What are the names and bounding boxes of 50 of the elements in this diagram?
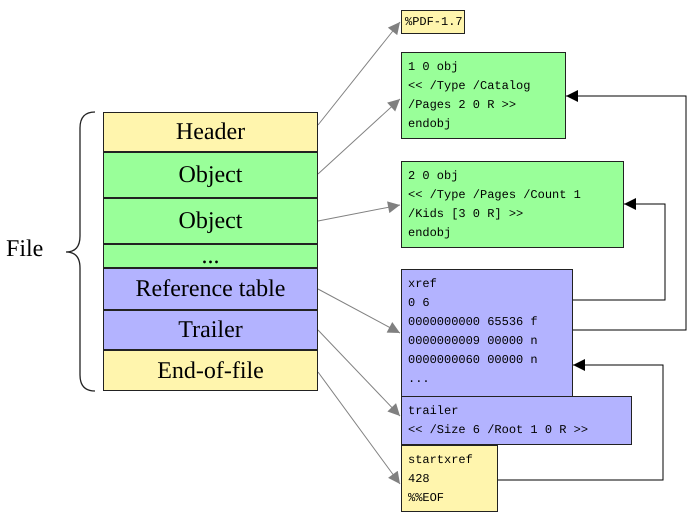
code-line: trailer xyxy=(408,403,460,420)
code-line: 428 xyxy=(408,471,431,488)
section-label: Reference table xyxy=(136,277,286,301)
file-section-box xyxy=(103,112,318,152)
file-section-box xyxy=(103,198,318,244)
code-line: 0000000009 00000 n xyxy=(408,333,539,350)
code-line: ... xyxy=(408,371,431,388)
code-line: << /Size 6 /Root 1 0 R >> xyxy=(408,422,590,439)
arrow xyxy=(572,198,666,300)
code-line: 1 0 obj xyxy=(408,59,460,76)
arrow xyxy=(318,288,400,334)
code-line: startxref xyxy=(408,452,474,469)
code-line: xref xyxy=(408,276,438,293)
code-line: %PDF-1.7 xyxy=(405,14,461,31)
arrow xyxy=(566,90,686,330)
arrow xyxy=(318,201,400,222)
code-line: 0000000000 65536 f xyxy=(408,314,539,331)
arrow xyxy=(498,359,664,480)
file-section-box xyxy=(103,310,318,350)
section-label: End-of-file xyxy=(157,358,264,382)
code-line: 2 0 obj xyxy=(408,168,460,185)
code-line: endobj xyxy=(408,116,452,133)
code-line: endobj xyxy=(408,225,452,242)
code-line: %%EOF xyxy=(408,490,446,507)
code-line: /Pages 2 0 R >> xyxy=(408,97,518,114)
code-box xyxy=(401,269,573,397)
code-box xyxy=(401,52,566,139)
file-section-box xyxy=(103,244,318,268)
arrow xyxy=(318,22,400,126)
section-label: ... xyxy=(202,244,220,268)
code-line: << /Type /Catalog xyxy=(408,78,532,95)
code-box xyxy=(401,445,498,512)
code-box xyxy=(401,10,465,34)
arrow xyxy=(318,372,400,484)
file-section-box xyxy=(103,268,318,310)
section-label: Object xyxy=(178,209,242,233)
code-line: << /Type /Pages /Count 1 xyxy=(408,187,582,204)
section-label: Trailer xyxy=(178,318,243,342)
code-line: /Kids [3 0 R] >> xyxy=(408,206,524,223)
file-label: File xyxy=(6,236,44,263)
code-box xyxy=(401,161,624,248)
section-label: Header xyxy=(176,120,246,144)
file-section-box xyxy=(103,350,318,391)
file-section-box xyxy=(103,152,318,198)
arrow xyxy=(318,98,400,174)
code-box xyxy=(401,396,632,445)
code-line: 0000000060 00000 n xyxy=(408,352,539,369)
arrow xyxy=(318,330,400,416)
section-label: Object xyxy=(178,163,242,187)
code-line: 0 6 xyxy=(408,295,431,312)
